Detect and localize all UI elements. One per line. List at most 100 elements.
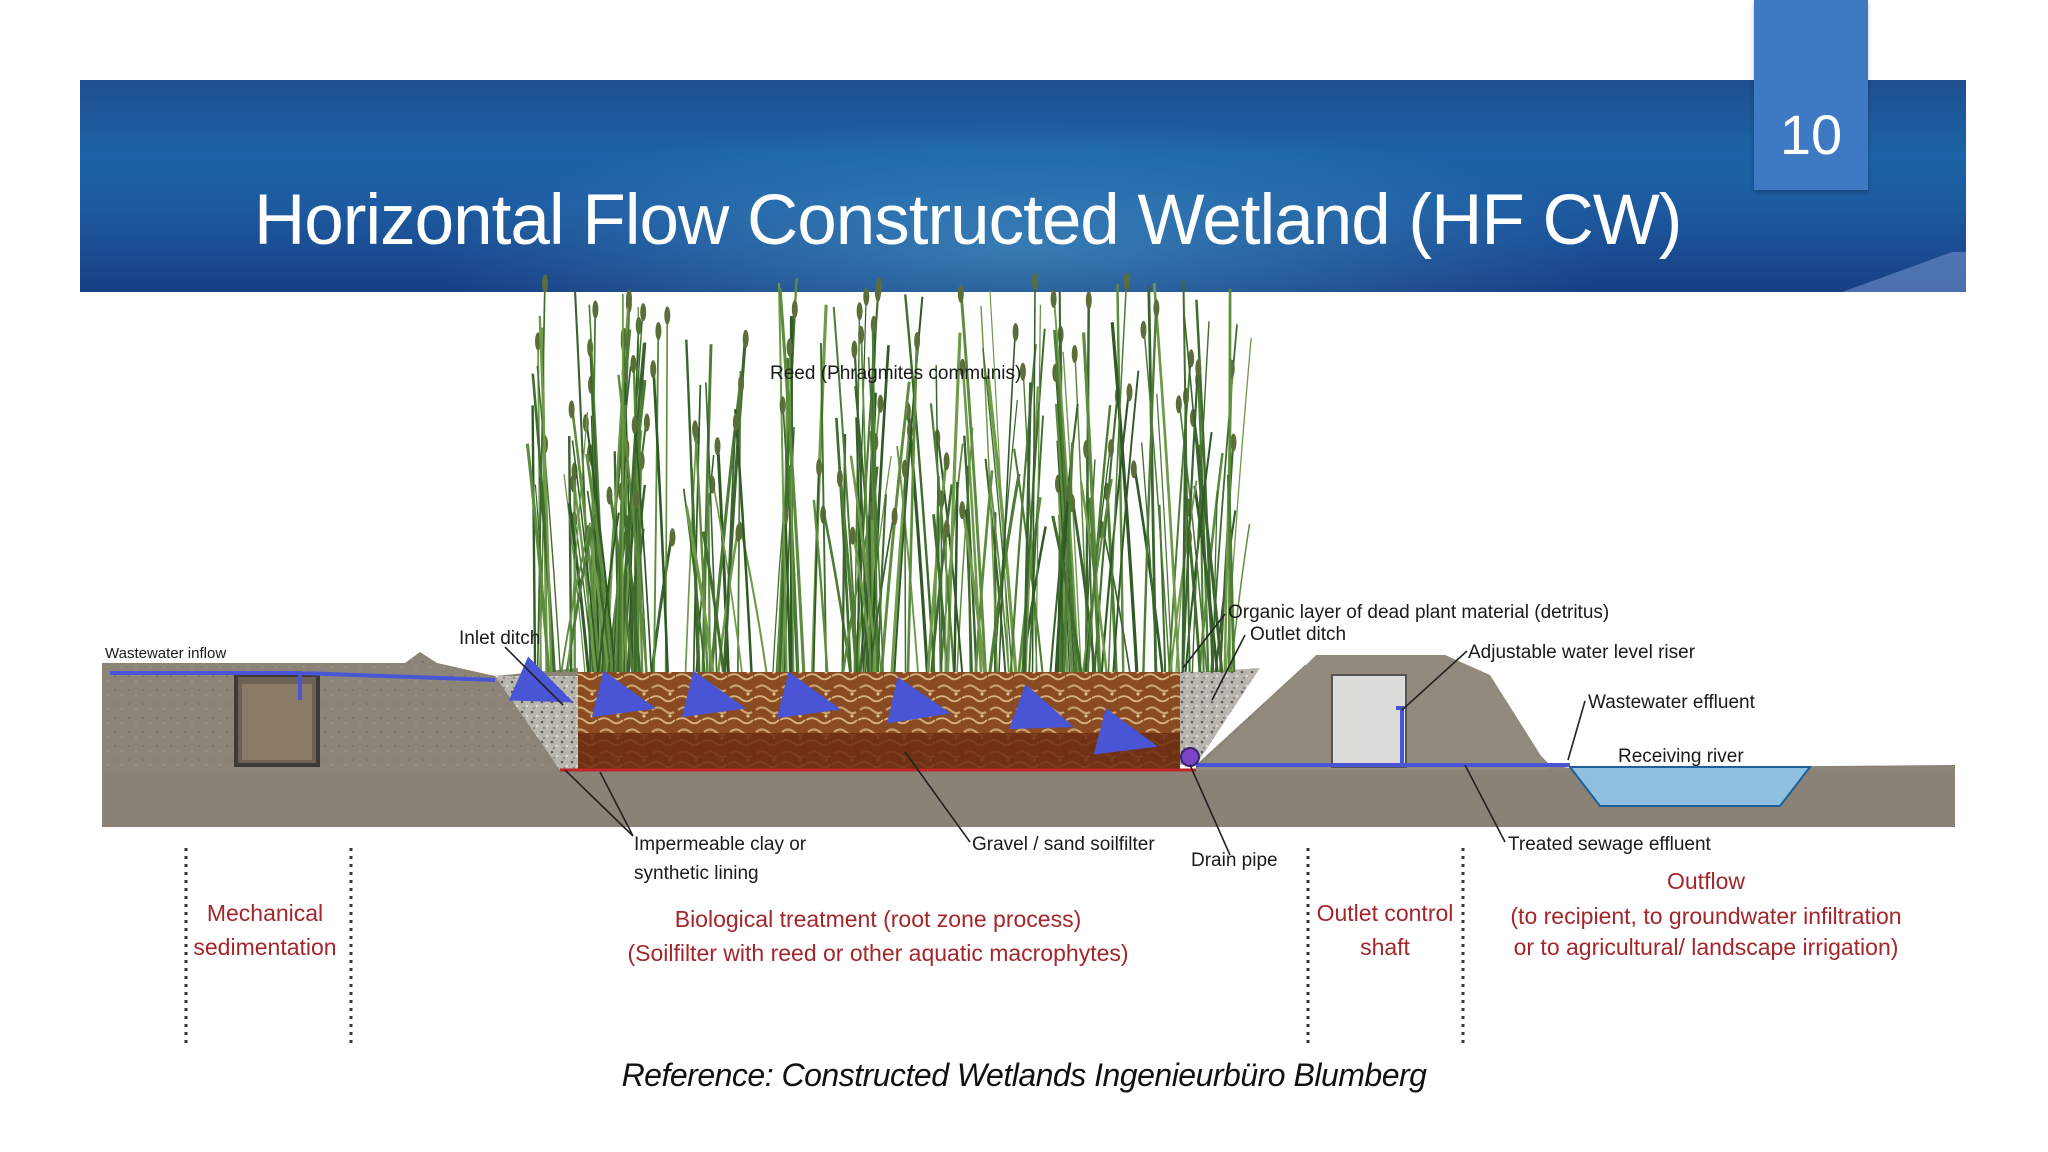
reed-stem bbox=[781, 399, 798, 673]
reed-stem bbox=[1023, 382, 1033, 673]
banner-corner-accent bbox=[1826, 252, 1966, 292]
reed-stem bbox=[788, 341, 795, 673]
reed-plume bbox=[786, 338, 793, 357]
reed-stem bbox=[734, 409, 753, 673]
reed-stem bbox=[984, 458, 1007, 673]
label-wastewater-effluent: Wastewater effluent bbox=[1588, 692, 1756, 713]
reed-stem bbox=[724, 416, 737, 673]
reed-stem bbox=[531, 373, 556, 673]
reed-plume bbox=[1019, 362, 1026, 381]
slide-title: Horizontal Flow Constructed Wetland (HF … bbox=[254, 181, 1682, 260]
reed-plume bbox=[849, 526, 856, 545]
reed-stem bbox=[974, 470, 994, 673]
reed-stem bbox=[651, 363, 669, 673]
label-adjustable-riser: Adjustable water level riser bbox=[1468, 642, 1696, 663]
reed-stem bbox=[812, 499, 829, 673]
reed-stem bbox=[1169, 480, 1198, 673]
reed-plume bbox=[626, 289, 632, 308]
reed-plume bbox=[738, 374, 745, 393]
reed-stem bbox=[567, 411, 589, 673]
reed-stem bbox=[1062, 442, 1074, 673]
reed-plume bbox=[669, 528, 676, 547]
label-inlet-ditch: Inlet ditch bbox=[459, 628, 540, 649]
reed-stem bbox=[953, 481, 959, 673]
zone-outlet-control-2: shaft bbox=[1360, 934, 1410, 960]
reed-stem bbox=[716, 440, 730, 673]
leader-line bbox=[1211, 634, 1246, 701]
reed-stem bbox=[1156, 393, 1173, 673]
title-banner bbox=[80, 80, 1966, 292]
reed-stem bbox=[812, 461, 820, 673]
reed-stem bbox=[904, 462, 907, 673]
zone-outlet-control-1: Outlet control bbox=[1317, 900, 1454, 926]
reed-stem bbox=[585, 453, 615, 673]
label-impermeable-lining-2: synthetic lining bbox=[634, 863, 759, 884]
reed-stem bbox=[926, 455, 949, 673]
reed-plume bbox=[791, 300, 798, 319]
drain-pipe bbox=[1180, 747, 1200, 767]
reed-stem bbox=[869, 510, 896, 673]
reed-stem bbox=[684, 429, 698, 673]
reed-stem bbox=[832, 306, 859, 673]
reed-stem bbox=[906, 334, 919, 673]
reed-plume bbox=[592, 300, 599, 319]
reed-stem bbox=[946, 332, 962, 673]
reed-stem bbox=[574, 291, 592, 673]
reed-stem bbox=[1191, 321, 1210, 673]
label-gravel-filter: Gravel / sand soilfilter bbox=[972, 834, 1155, 855]
zone-outflow-1: Outflow bbox=[1667, 868, 1745, 894]
reed-plume bbox=[856, 302, 863, 321]
zone-outflow-2: (to recipient, to groundwater infiltrati… bbox=[1510, 903, 1901, 929]
reed-stem bbox=[1181, 362, 1200, 673]
reed-stem bbox=[1187, 531, 1202, 673]
outlet-control-shaft bbox=[1331, 674, 1407, 768]
reed-plume bbox=[631, 416, 638, 435]
reed-plume bbox=[779, 396, 786, 415]
water-level-riser bbox=[1196, 706, 1404, 767]
reed-stem bbox=[536, 365, 562, 673]
reed-plume bbox=[1071, 345, 1078, 363]
reed-plume bbox=[1012, 323, 1019, 342]
reed-stem bbox=[1049, 403, 1079, 673]
reed-stem bbox=[1082, 478, 1113, 673]
reed-plume bbox=[606, 486, 613, 505]
reed-stem bbox=[684, 505, 715, 673]
reed-stem bbox=[1147, 285, 1158, 673]
reed-stem bbox=[1141, 442, 1158, 673]
reed-vegetation bbox=[525, 272, 1252, 673]
reed-stem bbox=[1212, 491, 1218, 673]
reed-stem bbox=[701, 531, 725, 673]
reed-plume bbox=[891, 507, 898, 526]
reed-stem bbox=[621, 306, 644, 673]
reed-stem bbox=[876, 494, 887, 673]
reed-plume bbox=[914, 332, 921, 350]
reed-stem bbox=[989, 290, 1010, 673]
reed-stem bbox=[959, 287, 987, 673]
label-outlet-ditch: Outlet ditch bbox=[1250, 624, 1346, 645]
label-wastewater-inflow: Wastewater inflow bbox=[105, 645, 226, 662]
flow-arrow bbox=[1093, 708, 1158, 755]
reed-plume bbox=[1140, 320, 1147, 339]
reed-stem bbox=[944, 522, 948, 673]
reed-plume bbox=[643, 413, 650, 432]
leader-line bbox=[599, 771, 634, 837]
reed-stem bbox=[560, 522, 592, 673]
reed-plume bbox=[692, 420, 699, 439]
reed-plume bbox=[836, 469, 843, 488]
flow-arrow bbox=[591, 670, 656, 718]
outlet-gravel bbox=[1180, 668, 1260, 765]
filter-bed-dark-base bbox=[578, 733, 1180, 770]
leader-line bbox=[904, 751, 971, 843]
reed-stem bbox=[1070, 496, 1097, 673]
leader-line bbox=[504, 646, 564, 706]
reed-stem bbox=[1054, 486, 1071, 673]
reed-stem bbox=[525, 443, 551, 673]
reed-plume bbox=[664, 306, 671, 325]
reed-plume bbox=[877, 394, 884, 413]
flow-arrow bbox=[776, 671, 841, 719]
reed-stem bbox=[1191, 411, 1224, 673]
reed-stem bbox=[1142, 302, 1158, 673]
reed-plume bbox=[858, 325, 865, 344]
reed-plume bbox=[816, 458, 823, 477]
